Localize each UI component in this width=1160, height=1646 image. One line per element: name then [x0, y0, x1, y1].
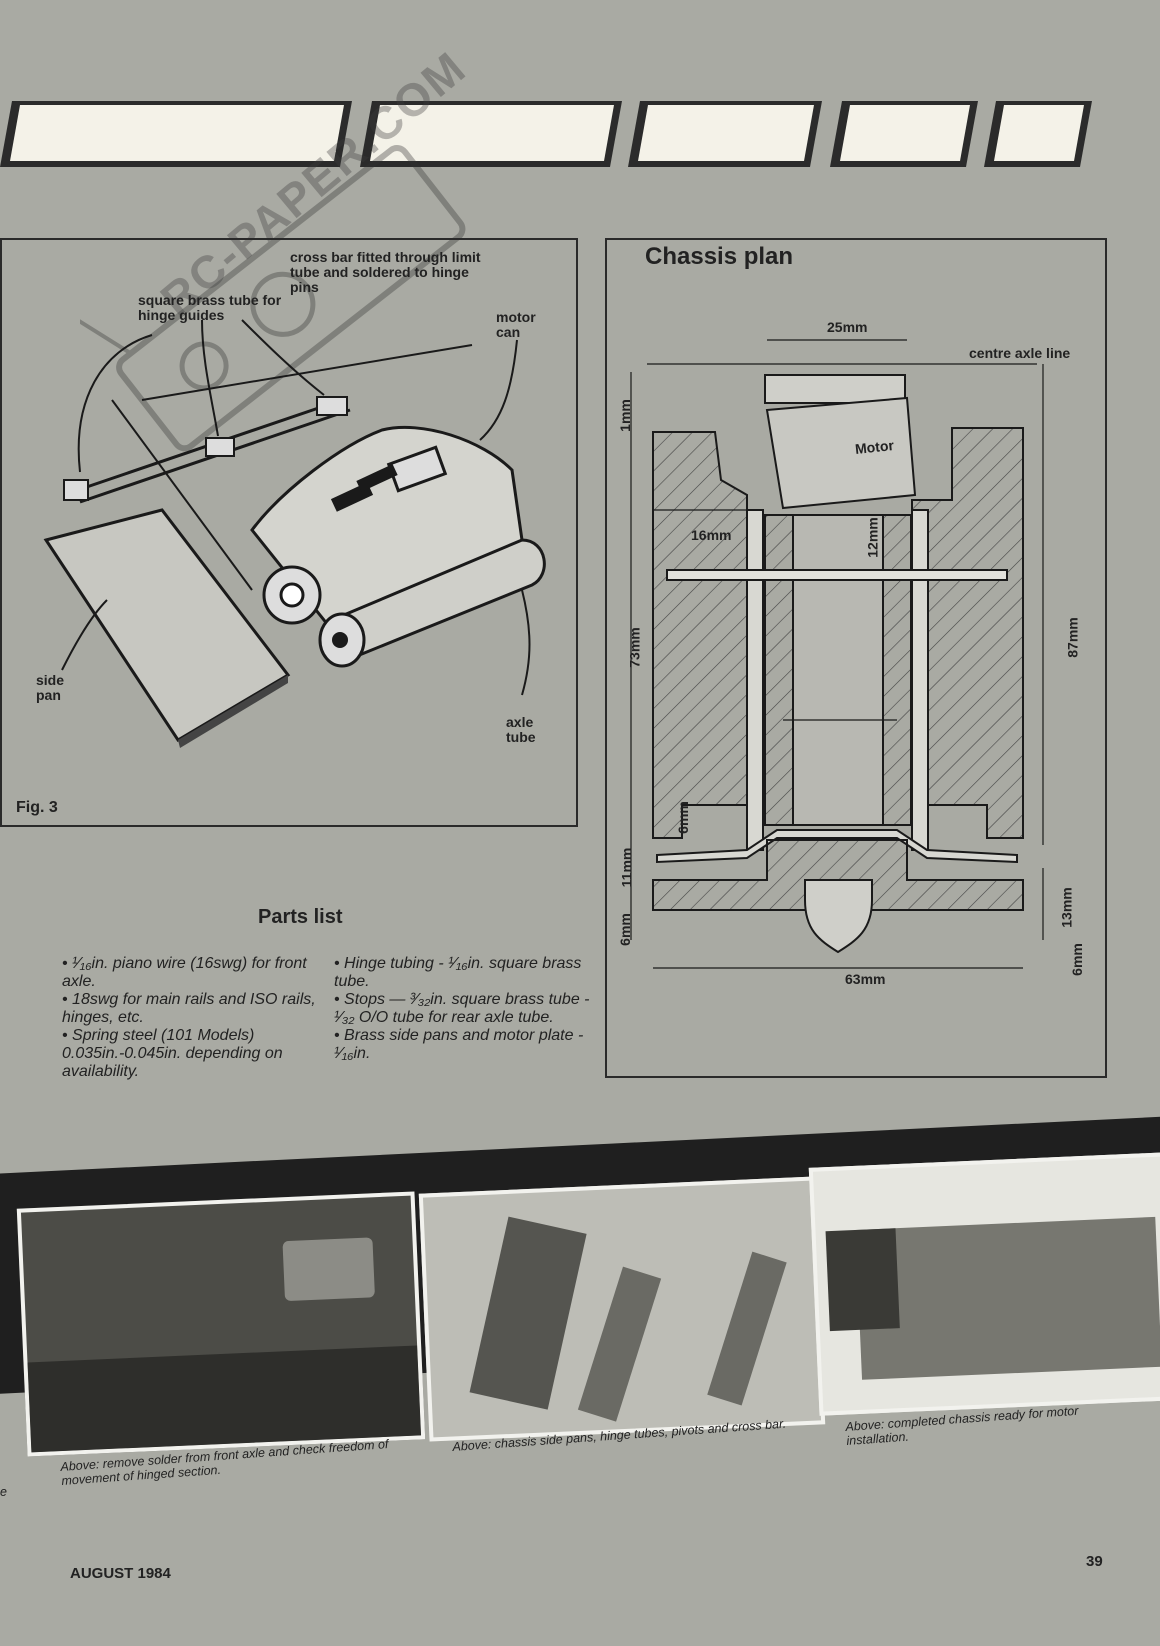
label-crossbar: cross bar fitted through limit tube and …: [290, 249, 481, 295]
dim-87mm: 87mm: [1064, 617, 1081, 658]
label-motor-can: motor can: [496, 309, 536, 340]
parts-item: • ¹⁄₁₆in. piano wire (16swg) for front a…: [62, 955, 307, 990]
parts-item: • Spring steel (101 Models) 0.035in.-0.0…: [62, 1027, 283, 1080]
dim-6mm-left: 6mm: [674, 801, 691, 834]
label-axle-tube: axle tube: [506, 714, 536, 745]
dim-11mm: 11mm: [618, 847, 635, 888]
parts-item: • Hinge tubing - ¹⁄₁₆in. square brass tu…: [334, 955, 582, 990]
fig3-drawing: [43, 319, 546, 748]
parts-list-col1: • ¹⁄₁₆in. piano wire (16swg) for front a…: [62, 955, 324, 1081]
chassis-plan-title: Chassis plan: [645, 243, 794, 270]
dim-25mm: 25mm: [827, 319, 868, 335]
photo-side-pans: [418, 1176, 826, 1442]
dim-63mm: 63mm: [845, 971, 886, 987]
photo-edge-fragment: e: [0, 1485, 7, 1499]
parts-item: • 18swg for main rails and ISO rails, hi…: [62, 991, 316, 1026]
dim-6mm-bottom-left: 6mm: [616, 913, 633, 946]
parts-list-col2: • Hinge tubing - ¹⁄₁₆in. square brass tu…: [334, 955, 592, 1063]
dim-73mm: 73mm: [626, 627, 643, 668]
dim-13mm: 13mm: [1058, 887, 1075, 928]
dim-1mm: 1mm: [616, 399, 633, 432]
header-banner: [0, 101, 1092, 167]
label-centre-axle-line: centre axle line: [969, 345, 1071, 361]
parts-item: • Brass side pans and motor plate - ¹⁄₁₆…: [334, 1027, 584, 1062]
dim-16mm: 16mm: [691, 527, 732, 543]
photo-completed-chassis: [808, 1152, 1160, 1416]
fig3-panel: cross bar fitted through limit tube and …: [0, 238, 578, 827]
footer-date: AUGUST 1984: [70, 1565, 171, 1582]
photo-front-axle: [16, 1191, 426, 1457]
label-side-pan: side pan: [36, 672, 65, 703]
parts-list-title: Parts list: [258, 906, 343, 928]
parts-item: • Stops — ³⁄₃₂in. square brass tube - ¹⁄…: [334, 991, 590, 1026]
fig3-caption: Fig. 3: [16, 799, 58, 816]
label-square-tube: square brass tube for hinge guides: [138, 292, 282, 323]
page-number: 39: [1086, 1553, 1103, 1570]
dim-6mm-right: 6mm: [1068, 943, 1085, 976]
chassis-plan-panel: Chassis plan 2: [605, 238, 1107, 1078]
dim-12mm: 12mm: [864, 517, 881, 558]
watermark-logo: [80, 145, 466, 452]
chassis-plan-drawing: [630, 339, 1044, 969]
